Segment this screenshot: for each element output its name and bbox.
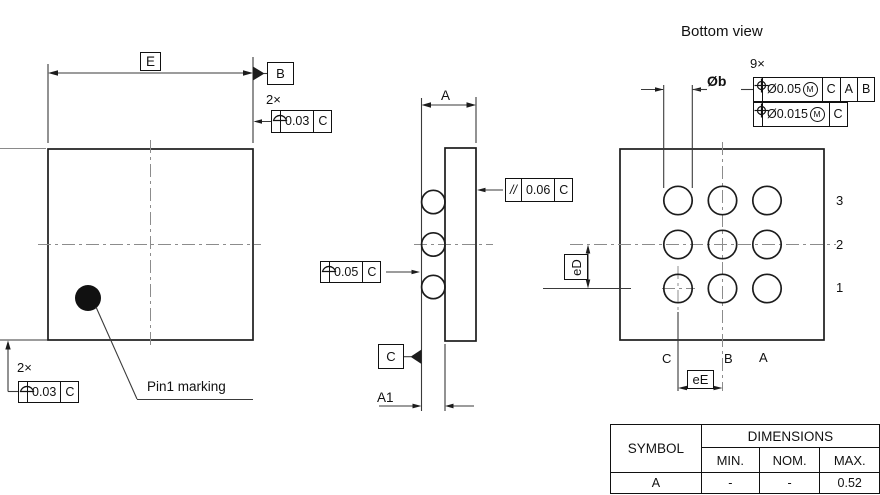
dim-a1-label: A1 [377, 390, 394, 405]
col-label-a: A [759, 350, 768, 365]
fcf-profile-top: 0.03 C [271, 110, 333, 133]
pin1-marking-label: Pin1 marking [147, 379, 226, 394]
fcf-tolerance: 0.06 [520, 179, 554, 201]
col-label-b: B [724, 351, 733, 366]
fcf-datum: C [821, 78, 840, 101]
fcf-datum: C [313, 111, 331, 132]
table-header-symbol: SYMBOL [610, 424, 702, 473]
dim-ee-label: eE [687, 370, 714, 389]
dim-a-label: A [441, 88, 451, 103]
count-9x: 9× [750, 56, 765, 71]
top-view [0, 57, 272, 401]
table-header-dimensions: DIMENSIONS [700, 424, 880, 448]
view-title: Bottom view [681, 23, 763, 40]
fcf-datum: B [856, 78, 874, 101]
dim-e-label: E [140, 52, 161, 71]
side-view [379, 97, 503, 411]
datum-b-box: B [267, 62, 294, 85]
profile-of-surface-icon [272, 111, 288, 132]
side-ball [420, 231, 446, 258]
dimensions-table: SYMBOL DIMENSIONS MIN. NOM. MAX. A - - 0… [610, 424, 880, 494]
row-label-2: 2 [836, 237, 844, 252]
fcf-datum: C [362, 262, 380, 282]
col-label-c: C [662, 351, 672, 366]
row-label-1: 1 [836, 280, 844, 295]
mmc-icon: M [802, 82, 818, 97]
bottom-view [543, 85, 836, 391]
fcf-datum: C [554, 179, 572, 201]
table-header-nom: NOM. [758, 447, 821, 473]
fcf-datum: C [60, 382, 78, 402]
fcf-parallelism: // 0.06 C [505, 178, 574, 202]
table-cell-min: - [700, 472, 760, 494]
table-cell-symbol: A [610, 472, 702, 494]
table-cell-nom: - [758, 472, 821, 494]
row-label-3: 3 [836, 193, 844, 208]
position-icon [754, 103, 769, 126]
table-header-max: MAX. [819, 447, 880, 473]
count-2x-bottom: 2× [17, 360, 32, 375]
table-row: A - - 0.52 [610, 472, 880, 494]
parallelism-icon: // [510, 182, 517, 197]
table-header-min: MIN. [700, 447, 760, 473]
ball-grid [662, 185, 783, 304]
fcf-tolerance: 0.03 [280, 111, 313, 132]
fcf-profile-bottom: 0.03 C [18, 381, 80, 403]
fcf-datum: C [828, 102, 847, 126]
side-ball [420, 274, 446, 300]
side-ball [420, 189, 446, 215]
mmc-icon: M [809, 106, 825, 122]
profile-of-surface-icon [19, 382, 35, 402]
table-cell-max: 0.52 [819, 472, 880, 494]
pin1-marking-dot [75, 285, 101, 311]
count-2x-top: 2× [266, 92, 281, 107]
dim-ball-diameter-label: Øb [707, 73, 727, 89]
datum-c-triangle [410, 349, 422, 364]
profile-of-surface-icon [321, 262, 337, 282]
fcf-datum: A [839, 78, 857, 101]
fcf-profile-side: 0.05 C [320, 261, 382, 283]
datum-b-triangle [253, 66, 265, 81]
dim-ed-label: eD [564, 254, 588, 280]
datum-c-box: C [378, 344, 404, 369]
position-icon [754, 78, 769, 101]
